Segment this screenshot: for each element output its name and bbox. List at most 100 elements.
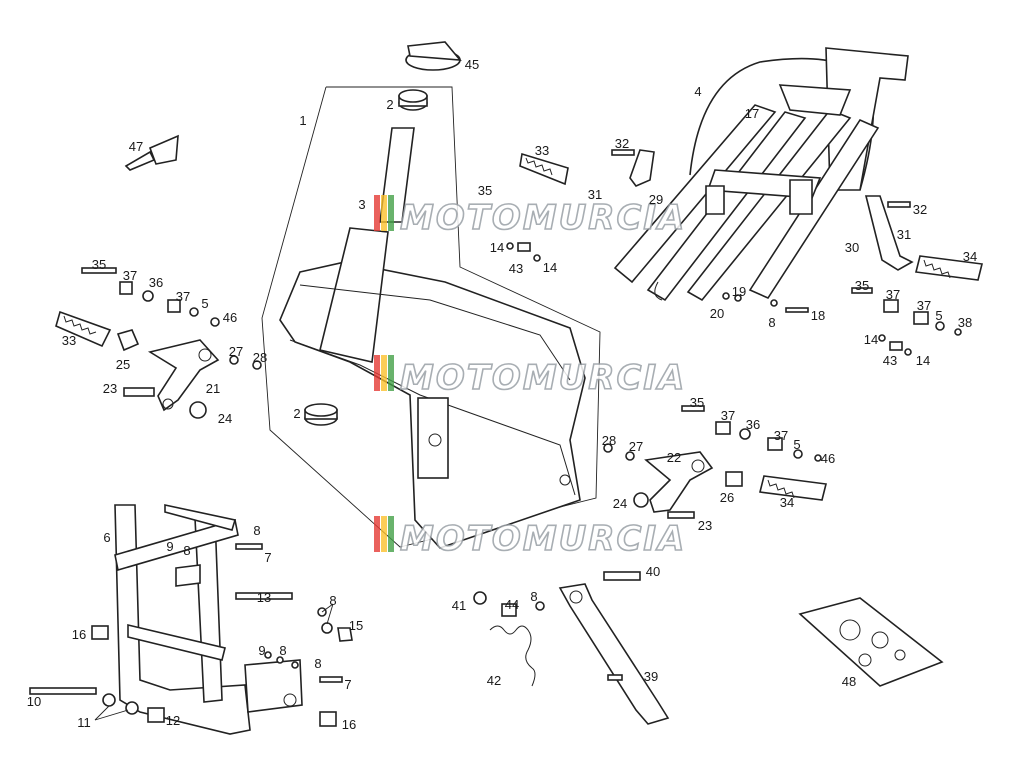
watermark-stripe-red (374, 355, 380, 391)
watermark-stripe-yellow (381, 516, 387, 552)
part-label-44: 44 (505, 597, 519, 612)
center-stand-part (29, 504, 353, 735)
right-footrest-part (603, 405, 827, 519)
part-label-48: 48 (842, 674, 856, 689)
part-label-38: 38 (958, 315, 972, 330)
part-label-8e: 8 (530, 589, 537, 604)
part-label-28b: 28 (602, 433, 616, 448)
hardware-kit-part (798, 597, 944, 687)
rear-subframe-part (613, 47, 909, 302)
part-label-4: 4 (694, 84, 701, 99)
part-label-22: 22 (667, 450, 681, 465)
part-label-28a: 28 (253, 350, 267, 365)
part-label-8c: 8 (183, 543, 190, 558)
part-label-39: 39 (644, 669, 658, 684)
part-label-24b: 24 (613, 496, 627, 511)
part-label-16b: 16 (342, 717, 356, 732)
part-label-8d: 8 (329, 593, 336, 608)
part-label-43a: 43 (509, 261, 523, 276)
part-label-18: 18 (811, 308, 825, 323)
part-label-14b: 14 (543, 260, 557, 275)
part-label-43b: 43 (883, 353, 897, 368)
part-label-46a: 46 (223, 310, 237, 325)
part-label-19: 19 (732, 284, 746, 299)
part-label-34b: 34 (780, 495, 794, 510)
watermark-text: MOTOMURCIA (400, 519, 686, 559)
watermark-1: MOTOMURCIA (374, 195, 686, 239)
side-stand-part (473, 571, 670, 725)
part-label-21: 21 (206, 381, 220, 396)
part-label-31a: 31 (588, 187, 602, 202)
part-label-35d: 35 (690, 395, 704, 410)
watermark-stripe-green (388, 516, 394, 552)
part-label-1: 1 (299, 113, 306, 128)
part-label-2b: 2 (293, 406, 300, 421)
part-label-30: 30 (845, 240, 859, 255)
part-label-20: 20 (710, 306, 724, 321)
part-label-7a: 7 (264, 550, 271, 565)
part-label-15: 15 (349, 618, 363, 633)
part-label-36b: 36 (746, 417, 760, 432)
part-label-13: 13 (257, 590, 271, 605)
watermark-stripe-green (388, 195, 394, 231)
part-label-7b: 7 (344, 677, 351, 692)
part-label-25: 25 (116, 357, 130, 372)
part-label-24a: 24 (218, 411, 232, 426)
main-frame-part (261, 86, 601, 549)
part-label-37b: 37 (917, 298, 931, 313)
part-label-6: 6 (103, 530, 110, 545)
part-label-29: 29 (649, 192, 663, 207)
part-label-17: 17 (745, 106, 759, 121)
part-label-41: 41 (452, 598, 466, 613)
part-label-26: 26 (720, 490, 734, 505)
part-label-37d: 37 (176, 289, 190, 304)
part-label-8b: 8 (253, 523, 260, 538)
part-label-10: 10 (27, 694, 41, 709)
watermark-stripe-red (374, 516, 380, 552)
part-label-14d: 14 (916, 353, 930, 368)
watermark-stripe-yellow (381, 355, 387, 391)
part-label-5b: 5 (201, 296, 208, 311)
part-label-27b: 27 (629, 439, 643, 454)
part-label-31b: 31 (897, 227, 911, 242)
part-label-32a: 32 (615, 136, 629, 151)
part-label-9b: 9 (258, 643, 265, 658)
part-label-45: 45 (465, 57, 479, 72)
part-label-35b: 35 (855, 278, 869, 293)
part-label-8g: 8 (314, 656, 321, 671)
part-label-33a: 33 (535, 143, 549, 158)
part-label-3: 3 (358, 197, 365, 212)
watermark-3: MOTOMURCIA (374, 516, 686, 560)
part-label-14c: 14 (864, 332, 878, 347)
watermark-text: MOTOMURCIA (400, 198, 686, 238)
part-label-35a: 35 (478, 183, 492, 198)
left-footrest-part (55, 267, 262, 419)
part-label-32b: 32 (913, 202, 927, 217)
part-label-47: 47 (129, 139, 143, 154)
part-label-23a: 23 (103, 381, 117, 396)
watermark-2: MOTOMURCIA (374, 355, 685, 399)
watermark-stripe-yellow (381, 195, 387, 231)
part-label-46b: 46 (821, 451, 835, 466)
part-label-35c: 35 (92, 257, 106, 272)
part-label-11: 11 (77, 715, 91, 730)
part-label-8f: 8 (279, 643, 286, 658)
right-passenger-footrest-part (506, 149, 983, 356)
clamp-part-45 (405, 41, 462, 71)
part-label-27a: 27 (229, 344, 243, 359)
part-label-23b: 23 (698, 518, 712, 533)
part-label-33b: 33 (62, 333, 76, 348)
part-label-37e: 37 (721, 408, 735, 423)
part-label-2a: 2 (386, 97, 393, 112)
part-label-37a: 37 (886, 287, 900, 302)
watermark-stripe-green (388, 355, 394, 391)
part-label-14a: 14 (490, 240, 504, 255)
part-label-16a: 16 (72, 627, 86, 642)
part-label-8a: 8 (768, 315, 775, 330)
key-part-47 (124, 134, 179, 171)
part-label-9a: 9 (166, 539, 173, 554)
part-label-12: 12 (166, 713, 180, 728)
part-label-37f: 37 (774, 428, 788, 443)
